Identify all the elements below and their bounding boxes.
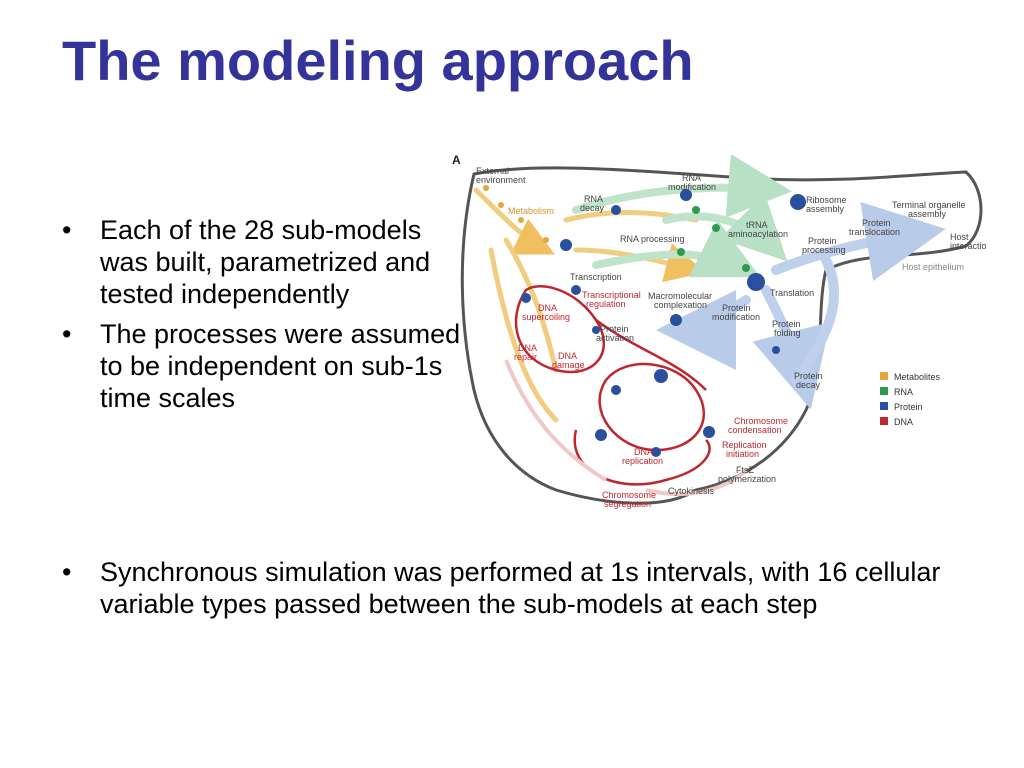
legend-swatch-metabolites xyxy=(880,372,888,380)
label-host-interaction: Hostinteraction xyxy=(950,232,986,251)
bullet-item: • Each of the 28 sub-models was built, pa… xyxy=(62,214,462,310)
bullet-text: Synchronous simulation was performed at … xyxy=(100,557,941,619)
legend-label-dna: DNA xyxy=(894,417,913,427)
bullet-symbol: • xyxy=(62,215,72,245)
label-host-epithelium: Host epithelium xyxy=(902,262,964,272)
legend-swatch-protein xyxy=(880,402,888,410)
bullet-item: • The processes were assumed to be indepe… xyxy=(62,318,462,414)
legend-label-protein: Protein xyxy=(894,402,923,412)
protein-molecules xyxy=(521,189,806,457)
legend-swatch-rna xyxy=(880,387,888,395)
bullet-symbol: • xyxy=(62,557,72,587)
bullet-text: The processes were assumed to be indepen… xyxy=(100,319,461,413)
dna-chromosome xyxy=(514,285,711,486)
bullet-symbol: • xyxy=(62,319,72,349)
legend: Metabolites RNA Protein DNA xyxy=(880,372,941,427)
bullet-list-wide: • Synchronous simulation was performed at… xyxy=(62,556,962,628)
panel-label: A xyxy=(452,153,461,167)
bullet-text: Each of the 28 sub-models was built, par… xyxy=(100,215,431,309)
rna-molecules xyxy=(677,206,750,272)
label-metabolism: Metabolism xyxy=(508,206,554,216)
dna-flows-faded xyxy=(504,359,748,496)
slide-title: The modeling approach xyxy=(62,29,694,92)
label-cytokinesis: Cytokinesis xyxy=(668,486,715,496)
label-translation: Translation xyxy=(770,288,814,298)
legend-swatch-dna xyxy=(880,417,888,425)
legend-label-metabolites: Metabolites xyxy=(894,372,941,382)
bullet-list-narrow: • Each of the 28 sub-models was built, pa… xyxy=(62,214,462,422)
metabolite-molecules xyxy=(483,185,549,243)
bullet-item: • Synchronous simulation was performed at… xyxy=(62,556,962,620)
label-transcription: Transcription xyxy=(570,272,622,282)
legend-label-rna: RNA xyxy=(894,387,913,397)
protein-flows xyxy=(656,201,946,410)
label-rna-processing: RNA processing xyxy=(620,234,685,244)
